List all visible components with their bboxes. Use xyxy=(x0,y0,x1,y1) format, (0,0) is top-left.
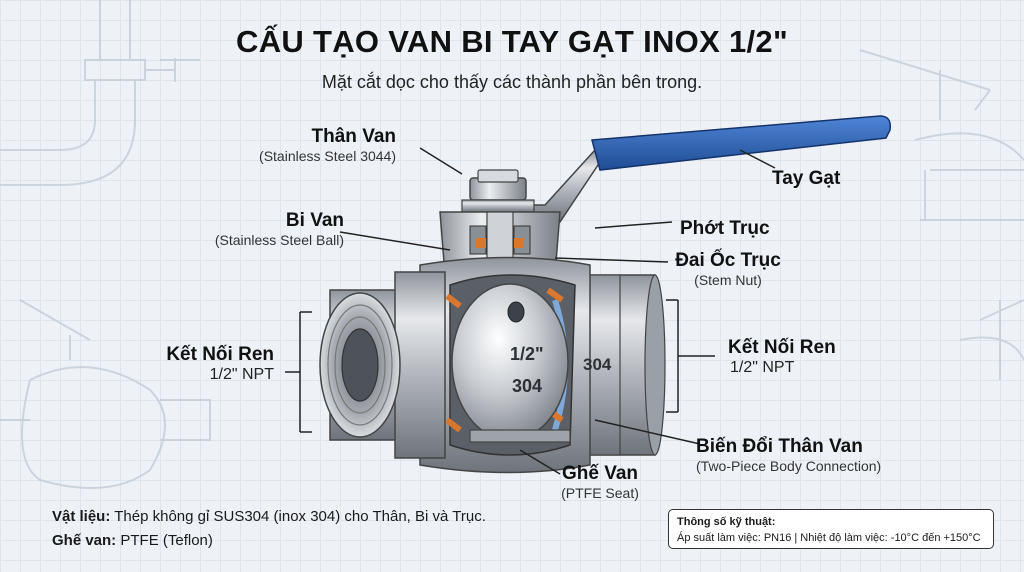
spec-box: Thông số kỹ thuật: Áp suất làm việc: PN1… xyxy=(668,509,994,549)
note-seat-label: Ghế van: xyxy=(52,532,116,549)
label-dai-oc-truc-sub: (Stem Nut) xyxy=(668,272,788,288)
label-dai-oc-truc: Đai Ốc Trục (Stem Nut) xyxy=(668,250,788,288)
body-mark-grade: 304 xyxy=(512,376,542,397)
body-connection xyxy=(470,430,570,442)
label-ket-noi-ren-right-sub: 1/2" NPT xyxy=(728,359,836,377)
body-mark-side: 304 xyxy=(583,355,611,375)
note-seat: Ghế van: PTFE (Teflon) xyxy=(52,529,486,553)
note-material: Vật liệu: Thép không gỉ SUS304 (inox 304… xyxy=(52,505,486,529)
page-title: CẤU TẠO VAN BI TAY GẠT INOX 1/2" xyxy=(0,24,1024,60)
label-ghe-van-name: Ghế Van xyxy=(540,463,660,485)
label-tay-gat-name: Tay Gạt xyxy=(772,168,840,190)
label-phot-truc-name: Phớt Trục xyxy=(680,218,770,240)
note-seat-text: PTFE (Teflon) xyxy=(120,532,213,549)
note-material-label: Vật liệu: xyxy=(52,508,110,525)
stem-nut xyxy=(462,170,534,212)
label-bi-van: Bi Van (Stainless Steel Ball) xyxy=(215,210,344,248)
label-ghe-van-sub: (PTFE Seat) xyxy=(540,485,660,501)
label-ghe-van: Ghế Van (PTFE Seat) xyxy=(540,463,660,501)
label-bien-doi-sub: (Two-Piece Body Connection) xyxy=(696,458,881,474)
label-ket-noi-ren-right-name: Kết Nối Ren xyxy=(728,337,836,359)
label-ket-noi-ren-left-sub: 1/2" NPT xyxy=(166,366,274,384)
spec-title: Thông số kỹ thuật: xyxy=(677,514,985,530)
page-subtitle: Mặt cắt dọc cho thấy các thành phần bên … xyxy=(0,72,1024,93)
label-bi-van-sub: (Stainless Steel Ball) xyxy=(215,232,344,248)
label-than-van-name: Thân Van xyxy=(259,126,396,148)
label-bien-doi: Biến Đổi Thân Van (Two-Piece Body Connec… xyxy=(696,436,881,474)
label-phot-truc: Phớt Trục xyxy=(680,218,770,240)
valve-body-left xyxy=(320,272,445,458)
label-bi-van-name: Bi Van xyxy=(215,210,344,232)
note-material-text: Thép không gỉ SUS304 (inox 304) cho Thân… xyxy=(114,508,486,525)
material-notes: Vật liệu: Thép không gỉ SUS304 (inox 304… xyxy=(52,505,486,553)
label-ket-noi-ren-right: Kết Nối Ren 1/2" NPT xyxy=(728,337,836,377)
label-than-van-sub: (Stainless Steel 3044) xyxy=(259,148,396,164)
label-than-van: Thân Van (Stainless Steel 3044) xyxy=(259,126,396,164)
label-bien-doi-name: Biến Đổi Thân Van xyxy=(696,436,881,458)
body-mark-size: 1/2" xyxy=(510,344,544,365)
spec-text: Áp suất làm việc: PN16 | Nhiệt độ làm vi… xyxy=(677,530,985,546)
label-tay-gat: Tay Gạt xyxy=(772,168,840,190)
label-ket-noi-ren-left-name: Kết Nối Ren xyxy=(166,344,274,366)
label-dai-oc-truc-name: Đai Ốc Trục xyxy=(668,250,788,272)
label-ket-noi-ren-left: Kết Nối Ren 1/2" NPT xyxy=(166,344,274,384)
